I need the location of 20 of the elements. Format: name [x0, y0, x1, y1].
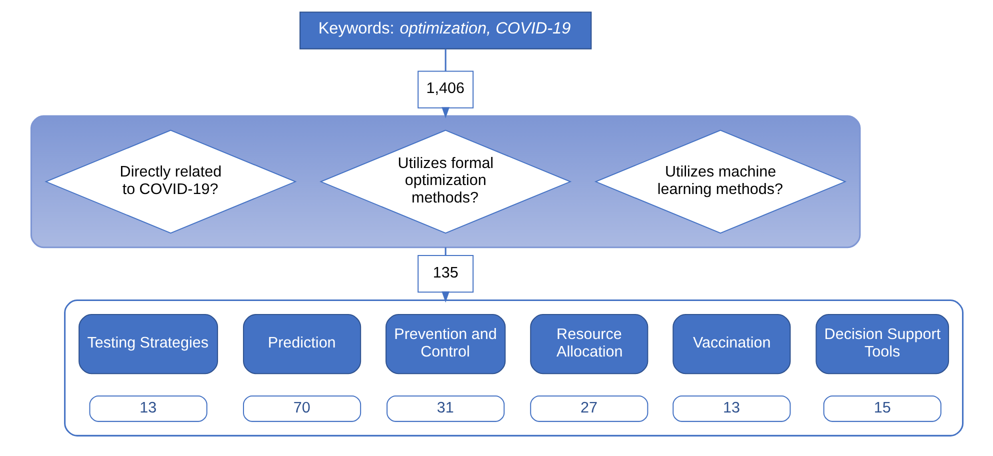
node-diamond: Directly related to COVID-19?: [44, 130, 296, 234]
node-box: 70: [242, 395, 361, 422]
node-box: 13: [88, 395, 207, 422]
connector: [444, 48, 446, 72]
cluster: [30, 115, 860, 248]
node-box: 13: [672, 395, 790, 422]
node-box: Vaccination: [672, 314, 790, 374]
node-box: Decision Support Tools: [815, 314, 949, 374]
node-diamond: Utilizes formal optimization methods?: [319, 130, 572, 234]
node-diamond: Utilizes machine learning methods?: [594, 130, 846, 234]
node-box: 15: [822, 395, 941, 422]
node-box: Keywords: optimization, COVID-19: [298, 12, 592, 50]
cluster: [64, 300, 964, 436]
node-box: 31: [386, 395, 504, 422]
node-box: Resource Allocation: [530, 314, 648, 374]
node-box: Testing Strategies: [78, 314, 218, 374]
node-box: Prevention and Control: [385, 314, 506, 374]
node-box: Prediction: [242, 314, 361, 374]
connector: [444, 247, 446, 256]
node-box: 27: [530, 395, 648, 422]
